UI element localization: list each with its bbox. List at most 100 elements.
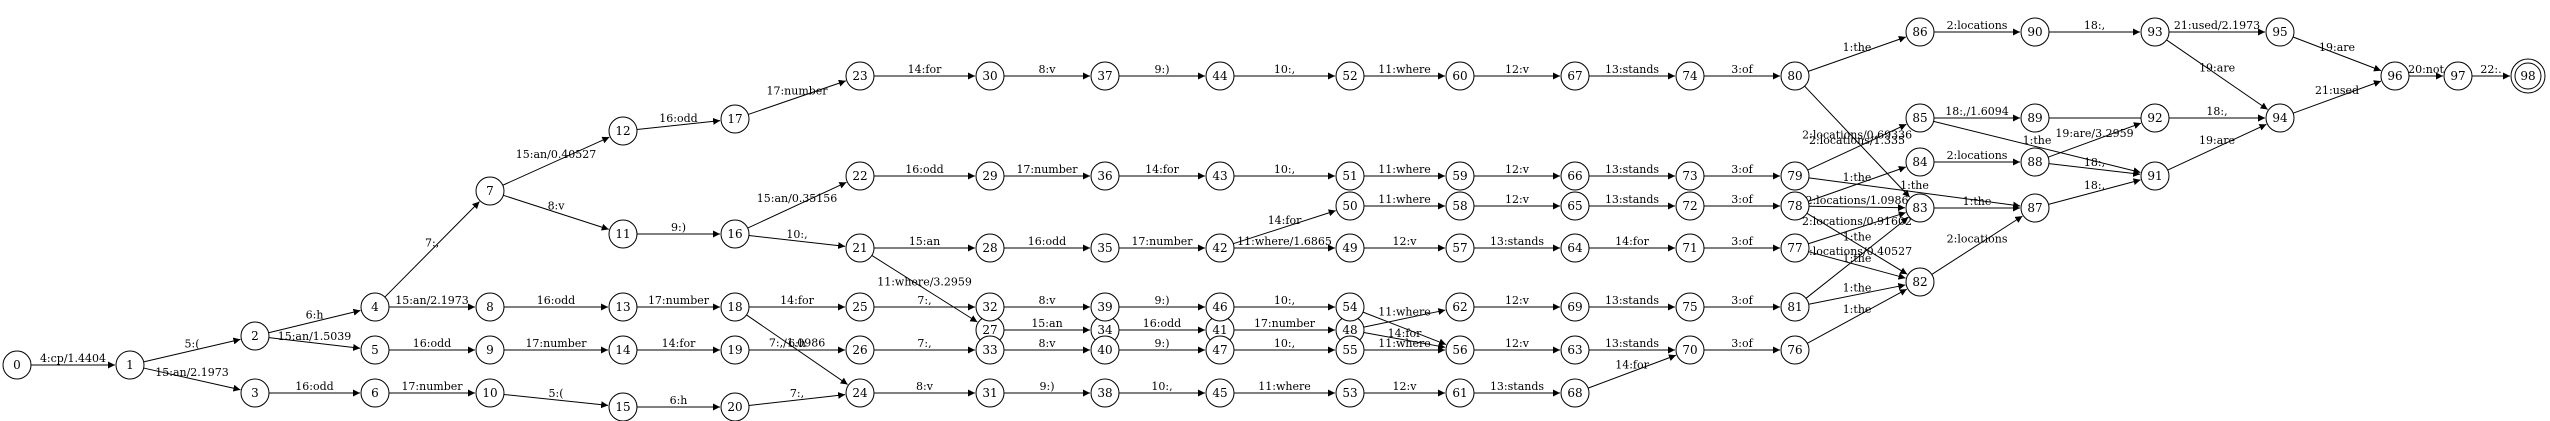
- state-circle: [1780, 191, 1810, 221]
- edge-label-4-8: 15:an/2.1973: [395, 294, 469, 307]
- state-circle: [608, 292, 638, 322]
- edge-10-to-15: [503, 393, 609, 409]
- edge-label-81-82: 1:the: [1843, 282, 1872, 295]
- state-circle: [2380, 61, 2410, 91]
- state-label: 29: [982, 169, 997, 183]
- state-label: 52: [1342, 69, 1357, 83]
- state-label: 79: [1787, 169, 1802, 183]
- state-node-69: 69: [1560, 292, 1590, 322]
- edge-79-to-87: [1808, 177, 2021, 209]
- state-label: 82: [1912, 275, 1927, 289]
- state-label: 64: [1567, 241, 1583, 255]
- state-label: 63: [1567, 343, 1582, 357]
- state-circle: [2020, 193, 2050, 223]
- edge-81-to-82: [1808, 282, 1906, 305]
- state-circle: [1560, 292, 1590, 322]
- edge-label-9-14: 17:number: [525, 337, 587, 350]
- state-label: 93: [2147, 25, 2162, 39]
- edge-label-94-96: 21:used: [2315, 84, 2359, 97]
- state-node-30: 30: [975, 61, 1005, 91]
- state-label: 76: [1787, 343, 1802, 357]
- state-circle: [1905, 147, 1935, 177]
- state-label: 98: [2520, 69, 2535, 83]
- state-circle: [1335, 292, 1365, 322]
- state-label: 46: [1212, 300, 1227, 314]
- state-node-39: 39: [1090, 292, 1120, 322]
- state-circle: [1205, 161, 1235, 191]
- state-node-63: 63: [1560, 335, 1590, 365]
- edge-label-65-72: 13:stands: [1605, 193, 1659, 206]
- edge-label-84-88: 2:locations: [1947, 149, 2008, 162]
- state-circle: [1335, 161, 1365, 191]
- state-circle: [1335, 233, 1365, 263]
- edge-label-81-83: 2:locations/0.40527: [1802, 245, 1912, 258]
- state-label: 91: [2147, 169, 2162, 183]
- state-circle: [1560, 191, 1590, 221]
- state-circle: [720, 335, 750, 365]
- edge-label-30-37: 8:v: [1039, 63, 1057, 76]
- state-node-43: 43: [1205, 161, 1235, 191]
- state-circle: [1335, 335, 1365, 365]
- state-circle: [845, 378, 875, 408]
- state-label: 15: [615, 400, 630, 414]
- state-label: 94: [2272, 111, 2288, 125]
- state-node-73: 73: [1675, 161, 1705, 191]
- state-node-68: 68: [1560, 378, 1590, 408]
- state-node-75: 75: [1675, 292, 1705, 322]
- state-circle: [845, 233, 875, 263]
- state-node-92: 92: [2140, 103, 2170, 133]
- state-label: 55: [1342, 343, 1357, 357]
- state-circle: [1560, 233, 1590, 263]
- state-label: 86: [1912, 25, 1927, 39]
- state-label: 1: [126, 358, 134, 372]
- state-node-81: 81: [1780, 292, 1810, 322]
- state-node-25: 25: [845, 292, 875, 322]
- state-label: 36: [1097, 169, 1112, 183]
- state-circle: [845, 335, 875, 365]
- state-node-40: 40: [1090, 335, 1120, 365]
- edge-77-to-82: [1808, 251, 1906, 280]
- state-label: 19: [727, 343, 742, 357]
- state-node-64: 64: [1560, 233, 1590, 263]
- state-label: 56: [1452, 343, 1467, 357]
- state-label: 68: [1567, 386, 1582, 400]
- state-node-27: 27: [975, 315, 1005, 345]
- state-label: 59: [1452, 169, 1467, 183]
- state-circle: [1090, 233, 1120, 263]
- edge-label-18-25: 14:for: [780, 294, 814, 307]
- edge-88-to-91: [2048, 163, 2141, 177]
- state-node-23: 23: [845, 61, 875, 91]
- state-circle: [1560, 61, 1590, 91]
- edge-label-88-91: 18:,: [2084, 156, 2105, 169]
- edge-label-42-50: 14:for: [1268, 214, 1302, 227]
- state-node-16: 16: [720, 219, 750, 249]
- edge-label-49-57: 12:v: [1393, 235, 1418, 248]
- edge-label-21-28: 15:an: [909, 235, 940, 248]
- edge-label-7-12: 15:an/0.40527: [516, 148, 597, 161]
- state-label: 74: [1682, 69, 1698, 83]
- edge-label-78-83: 2:locations/1.0986: [1805, 194, 1908, 207]
- state-circle: [115, 350, 145, 380]
- state-label: 40: [1097, 343, 1112, 357]
- state-node-85: 85: [1905, 103, 1935, 133]
- state-circle: [1675, 233, 1705, 263]
- edge-68-to-70: [1587, 354, 1677, 389]
- state-node-87: 87: [2020, 193, 2050, 223]
- edge-label-15-20: 6:h: [670, 394, 688, 407]
- state-label: 70: [1682, 343, 1697, 357]
- state-label: 66: [1567, 169, 1582, 183]
- state-circle: [1205, 292, 1235, 322]
- state-label: 95: [2272, 25, 2287, 39]
- edge-label-73-79: 3:of: [1731, 163, 1753, 176]
- edge-label-23-30: 14:for: [908, 63, 942, 76]
- state-node-26: 26: [845, 335, 875, 365]
- state-node-88: 88: [2020, 147, 2050, 177]
- state-label: 77: [1787, 241, 1802, 255]
- edge-label-29-36: 17:number: [1016, 163, 1078, 176]
- state-label: 58: [1452, 199, 1467, 213]
- edge-label-78-84: 1:the: [1843, 171, 1872, 184]
- edges-layer: [31, 28, 2510, 411]
- edge-4-to-7: [384, 201, 480, 298]
- edge-label-64-71: 14:for: [1615, 235, 1649, 248]
- state-circle: [975, 292, 1005, 322]
